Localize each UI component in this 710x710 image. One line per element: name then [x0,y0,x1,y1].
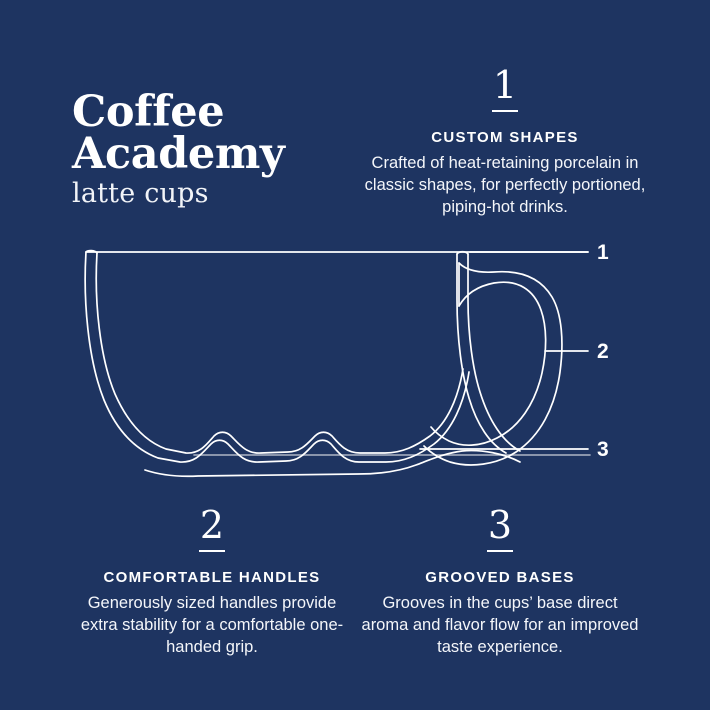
cup-base-underside [144,449,521,478]
feature-numeral-3: 3 [487,503,513,547]
callout-number-3: 3 [597,438,609,461]
feature-numeral-2: 2 [199,503,225,547]
feature-numeral-rule-2 [199,550,225,552]
cup-inner-wall [95,252,464,454]
cup-rim-lip-left [85,249,98,254]
feature-block-grooved-bases: 3 GROOVED BASES Grooves in the cups’ bas… [360,506,640,658]
feature-block-custom-shapes: 1 CUSTOM SHAPES Crafted of heat-retainin… [352,66,658,218]
callout-number-1: 1 [597,241,609,264]
cup-handle-outer [423,262,563,466]
cup-outer-wall [84,251,470,463]
feature-body-3: Grooves in the cups’ base direct aroma a… [361,593,639,656]
brand-title-line-2: Academy [72,128,285,179]
brand-headline: Coffee Academy latte cups [72,87,342,210]
feature-numeral-1: 1 [492,63,518,107]
feature-numeral-rule-3 [487,550,513,552]
cup-rim-lip-right [456,250,469,255]
feature-body-1: Crafted of heat-retaining porcelain in c… [364,153,646,216]
feature-title-1: CUSTOM SHAPES [431,128,579,146]
cup-handle-inner [430,281,547,446]
feature-title-2: COMFORTABLE HANDLES [103,568,321,586]
cup-right-wall-upper-inner [467,253,521,452]
feature-body-2: Generously sized handles provide extra s… [80,593,344,656]
brand-title-line-1: Coffee [72,87,225,137]
callout-number-2: 2 [597,340,609,363]
feature-block-comfortable-handles: 2 COMFORTABLE HANDLES Generously sized h… [78,506,346,658]
cup-right-wall-upper [456,253,507,454]
feature-title-3: GROOVED BASES [425,568,575,586]
brand-subtitle: latte cups [72,178,209,210]
feature-numeral-rule-1 [492,110,518,112]
